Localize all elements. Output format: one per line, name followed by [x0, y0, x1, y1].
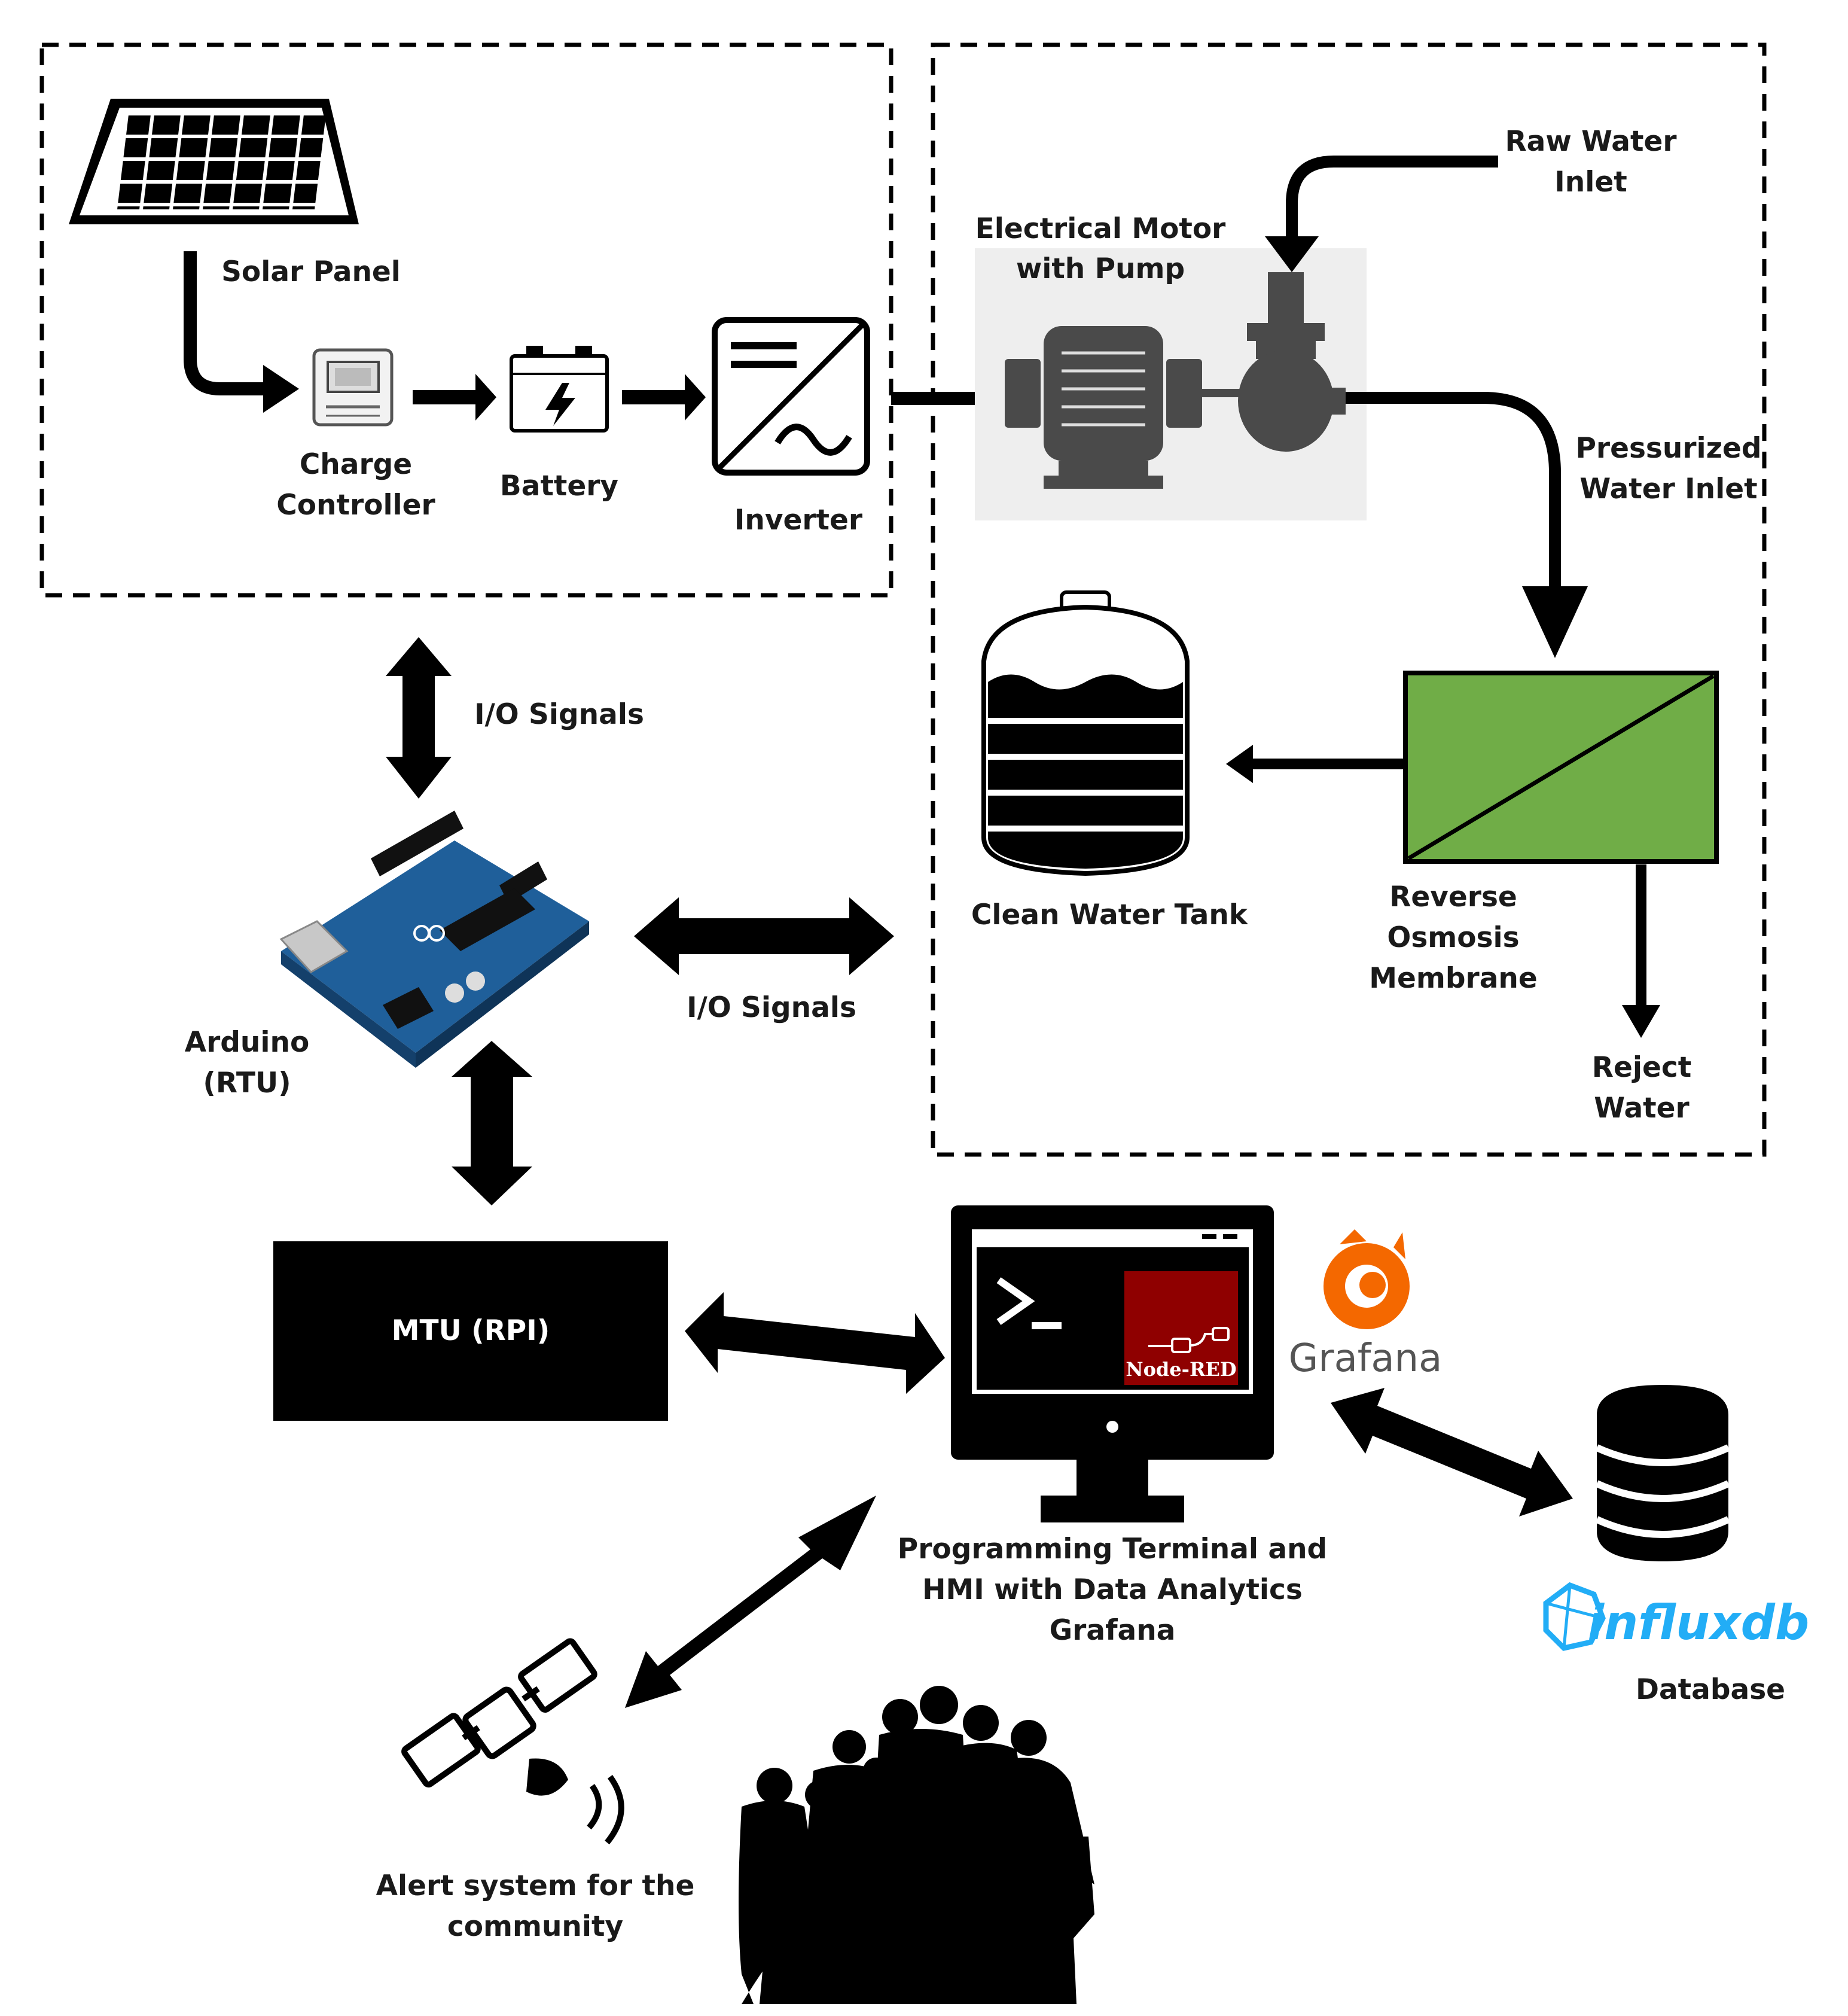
battery-label: Battery: [500, 470, 618, 503]
grafana-logo-text: Grafana: [1289, 1336, 1443, 1381]
influxdb-logo-text: influxdb: [1588, 1595, 1809, 1650]
node-red-logo: Node-RED: [1124, 1271, 1238, 1385]
hmi-label-line1: Programming Terminal and: [898, 1533, 1327, 1566]
database-icon: [1595, 1385, 1730, 1561]
water-subsystem-boundary: [931, 42, 1767, 1157]
satellite-icon: [401, 1638, 624, 1845]
hmi-database-arrow: [1331, 1388, 1573, 1516]
battery-to-inverter-arrow: [622, 374, 706, 421]
reject-water-label-line2: Water: [1594, 1092, 1690, 1125]
inverter-icon: [712, 317, 870, 476]
io-signals-horizontal-arrow: [634, 897, 894, 975]
solar-panel-label: Solar Panel: [221, 255, 401, 288]
hmi-label-line3: Grafana: [1050, 1614, 1176, 1647]
ro-membrane-icon: [1403, 671, 1719, 864]
ro-membrane-label-line3: Membrane: [1369, 962, 1538, 995]
motor-pump-label-line2: with Pump: [1016, 252, 1185, 285]
pressurized-water-label-line2: Water Inlet: [1579, 473, 1757, 505]
raw-water-label-line1: Raw Water: [1505, 125, 1677, 158]
io-signals-left-label: I/O Signals: [474, 698, 644, 731]
influxdb-logo-icon: [1543, 1582, 1606, 1651]
hmi-label-line2: HMI with Data Analytics: [922, 1573, 1303, 1606]
arduino-label-line2: (RTU): [203, 1067, 291, 1100]
mtu-hmi-arrow: [685, 1292, 945, 1394]
alert-label-line1: Alert system for the: [376, 1869, 695, 1902]
motor-pump-label-line1: Electrical Motor: [975, 212, 1227, 245]
clean-water-tank-label: Clean Water Tank: [971, 899, 1249, 931]
clean-water-tank-icon: [981, 590, 1190, 876]
raw-water-inlet-arrow: [1265, 156, 1498, 272]
charge-controller-label-line2: Controller: [276, 489, 435, 522]
charge-controller-icon: [312, 348, 394, 427]
solar-panel-icon: [69, 99, 359, 224]
battery-icon: [510, 346, 609, 433]
reject-water-label-line1: Reject: [1592, 1051, 1691, 1084]
io-signals-vertical-arrow: [386, 637, 452, 799]
node-red-logo-text: Node-RED: [1126, 1358, 1236, 1381]
raw-water-label-line2: Inlet: [1554, 166, 1627, 199]
arduino-mtu-arrow: [452, 1041, 532, 1205]
water-pump-icon: [1238, 272, 1346, 452]
controller-to-battery-arrow: [413, 374, 496, 421]
pressurized-water-arrow: [1346, 392, 1588, 658]
community-people-icon: [739, 1686, 1094, 2004]
mtu-box: [273, 1241, 668, 1421]
pressurized-water-label-line1: Pressurized: [1575, 432, 1761, 465]
membrane-to-tank-arrow: [1226, 745, 1405, 783]
inverter-label: Inverter: [734, 504, 863, 537]
hmi-alert-arrow: [625, 1496, 876, 1708]
ro-membrane-label-line1: Reverse: [1389, 881, 1517, 913]
alert-label-line2: community: [447, 1910, 623, 1943]
electric-motor-icon: [1005, 326, 1244, 489]
power-subsystem-boundary: [39, 42, 893, 598]
reject-water-arrow: [1622, 864, 1660, 1038]
database-label: Database: [1636, 1673, 1785, 1706]
io-signals-right-label: I/O Signals: [687, 991, 856, 1024]
charge-controller-label-line1: Charge: [300, 448, 412, 481]
arduino-board-icon: [279, 811, 589, 1068]
mtu-label: MTU (RPI): [392, 1314, 550, 1347]
ro-membrane-label-line2: Osmosis: [1387, 921, 1519, 954]
arduino-label-line1: Arduino: [185, 1026, 310, 1059]
grafana-logo-icon: [1324, 1229, 1410, 1329]
solar-to-controller-arrow: [184, 251, 299, 413]
